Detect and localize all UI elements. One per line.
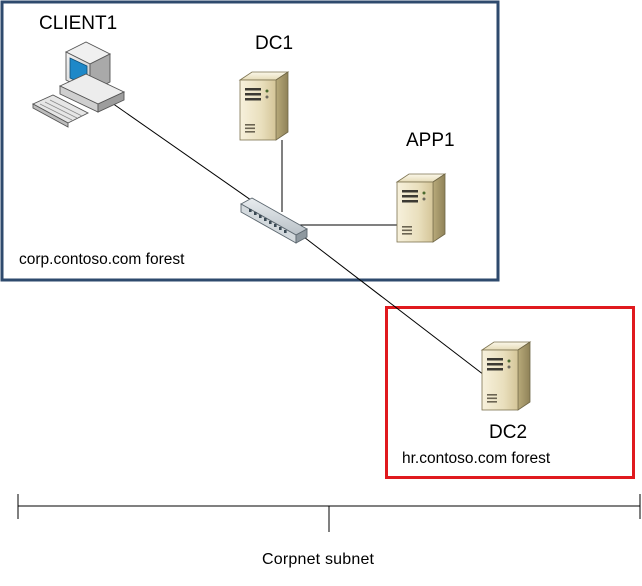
- client1-desktop-computer-icon: [31, 41, 126, 128]
- hr-forest-label: hr.contoso.com forest: [402, 450, 551, 467]
- hr-forest-boundary: [385, 306, 635, 479]
- client1-label: CLIENT1: [39, 13, 118, 34]
- link-switch-dc2: [299, 233, 489, 379]
- app1-server-icon: [396, 173, 446, 243]
- dc2-server-icon: [481, 341, 531, 411]
- corp-forest-boundary: [0, 0, 500, 282]
- subnet-label: Corpnet subnet: [262, 551, 375, 568]
- corp-forest-label: corp.contoso.com forest: [19, 251, 185, 268]
- link-client1-switch: [111, 102, 259, 206]
- dc2-label: DC2: [489, 422, 528, 443]
- app1-label: APP1: [406, 130, 455, 151]
- dc1-server-icon: [239, 71, 289, 141]
- subnet-bracket: [17, 494, 641, 532]
- dc1-label: DC1: [255, 33, 294, 54]
- network-switch-icon: [240, 197, 308, 244]
